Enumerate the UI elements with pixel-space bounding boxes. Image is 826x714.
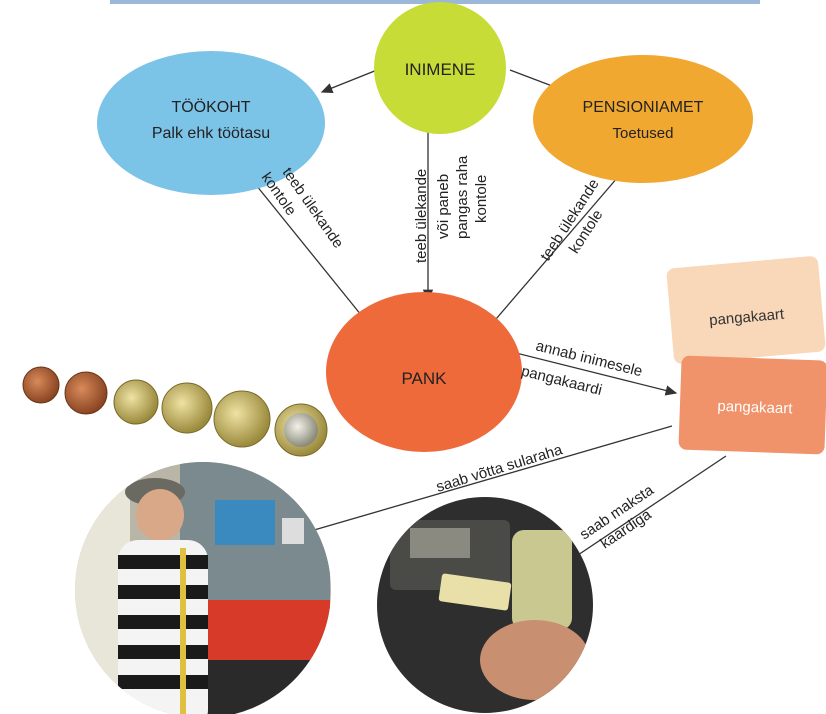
node-pensioniamet-subtitle: Toetused — [613, 125, 674, 142]
arrow-inimene-to-tookoht — [320, 67, 383, 93]
arrow-card-to-atm — [288, 425, 673, 540]
atm-card-slot — [282, 518, 304, 544]
person-face — [136, 489, 184, 541]
pos-photo — [377, 497, 593, 713]
shirt-stripe-3 — [118, 615, 208, 629]
coin-10-cent — [113, 379, 159, 425]
node-inimene-shape — [374, 2, 506, 134]
edge-label-pank-card: annab inimesele pangakaardi — [519, 337, 644, 399]
bank-card-back-shape — [666, 256, 826, 364]
coin-50-cent — [213, 390, 271, 448]
atm-red-panel — [200, 600, 330, 660]
arrow-pank-to-card — [495, 347, 678, 396]
node-tookoht-shape — [97, 51, 325, 195]
arrow-tookoht-to-pank — [251, 179, 371, 328]
shirt-stripe-2 — [118, 585, 208, 599]
bank-card-back-label: pangakaart — [709, 306, 786, 330]
node-pank-title: PANK — [401, 369, 447, 388]
edge-label-inimene-pank: teeb ülekande või paneb pangas raha kont… — [413, 155, 490, 263]
coin-1-cent — [22, 366, 60, 404]
node-pensioniamet-title: PENSIONIAMET — [583, 99, 704, 116]
bank-card-front-label: pangakaart — [717, 398, 793, 418]
node-tookoht: TÖÖKOHT Palk ehk töötasu — [97, 51, 325, 195]
node-pensioniamet-shape — [533, 55, 753, 183]
edge-label-pension-pank: teeb ülekande kontole — [537, 176, 606, 264]
pos-terminal-screen — [410, 528, 470, 558]
node-tookoht-subtitle: Palk ehk töötasu — [152, 125, 270, 142]
node-inimene-title: INIMENE — [405, 60, 476, 79]
shirt-stripe-5 — [118, 675, 208, 689]
customer-wallet — [512, 530, 572, 630]
coin-1-euro-inner — [284, 413, 318, 447]
bag-strap — [180, 548, 186, 714]
shirt-stripe-4 — [118, 645, 208, 659]
bank-card-back: pangakaart — [666, 256, 826, 364]
bank-card-in-terminal — [438, 573, 512, 611]
atm-screen — [215, 500, 275, 545]
edge-label-inimene-pank-line4: kontole — [473, 175, 490, 223]
shirt-stripe-1 — [118, 555, 208, 569]
node-inimene: INIMENE — [374, 2, 506, 134]
coin-2-cent — [64, 371, 108, 415]
customer-hand — [480, 620, 590, 700]
bank-card-front: pangakaart — [678, 355, 826, 455]
arrow-pension-to-pank — [483, 162, 631, 334]
arrow-card-to-terminal — [564, 455, 727, 564]
cropped-caption — [110, 0, 760, 4]
coin-20-cent — [161, 382, 213, 434]
edge-label-card-atm: saab võtta sularaha — [434, 441, 565, 496]
euro-coins — [22, 366, 328, 457]
node-pensioniamet: PENSIONIAMET Toetused — [533, 55, 753, 183]
edge-label-inimene-pank-line3: pangas raha — [454, 155, 471, 239]
edge-label-card-atm-text: saab võtta sularaha — [434, 441, 565, 496]
atm-photo — [75, 462, 331, 714]
node-pank-shape — [326, 292, 522, 452]
edge-label-tookoht-pank: teeb ülekande kontole — [258, 165, 347, 252]
node-pank: PANK — [326, 292, 522, 452]
edge-label-inimene-pank-line1: teeb ülekande — [413, 169, 430, 263]
edge-label-inimene-pank-line2: või paneb — [435, 174, 452, 239]
bank-card-front-shape — [678, 355, 826, 455]
atm-base — [200, 660, 330, 714]
node-tookoht-title: TÖÖKOHT — [171, 98, 250, 116]
